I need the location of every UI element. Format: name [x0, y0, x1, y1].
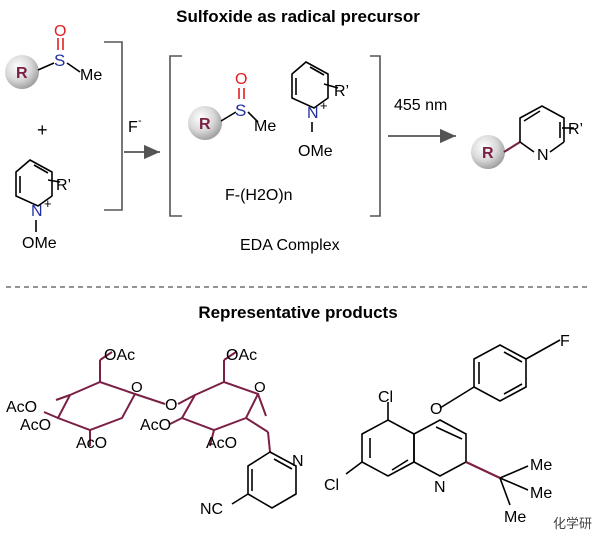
oac-top-left: OAc — [104, 347, 135, 364]
reagent-sulfoxide: R S O Me — [5, 23, 102, 89]
r-prime-label: R’ — [56, 177, 71, 194]
complex-r-label: R — [199, 116, 211, 133]
aco-label-5: AcO — [206, 435, 237, 452]
fluoride-charge: - — [138, 115, 142, 127]
fluoride-label: F — [128, 119, 138, 136]
product-pyridine: R N R’ — [471, 105, 583, 169]
product-r-prime-label: R’ — [568, 121, 583, 138]
aco-label-2: AcO — [20, 417, 51, 434]
complex-methyl-label: Me — [254, 118, 276, 135]
products-heading: Representative products — [198, 303, 397, 322]
quinoline-nitrogen-label: N — [434, 479, 446, 496]
product-r-label: R — [482, 145, 494, 162]
complex-r-sphere-icon — [188, 106, 222, 140]
tbu-methyl-2: Me — [530, 485, 552, 502]
chloro-top-label: Cl — [378, 389, 393, 406]
watermark-text: 化学研 — [553, 516, 592, 531]
charge-label: + — [44, 196, 52, 211]
aco-label-4: AcO — [140, 417, 171, 434]
fluoride-hydrate-label: F-(H2O)n — [225, 187, 293, 204]
complex-charge-label: + — [320, 98, 328, 113]
nitrile-label: NC — [200, 501, 223, 518]
ether-oxygen-label: O — [430, 401, 442, 418]
eda-complex-caption: EDA Complex — [240, 237, 340, 254]
complex-bracket-right — [370, 55, 381, 217]
bridge-oxygen-label: O — [165, 397, 177, 414]
product-r-sphere-icon — [471, 135, 505, 169]
methoxy-label: OMe — [22, 235, 57, 252]
sugar-product: OAc OAc AcO AcO AcO AcO AcO O O O N NC — [6, 347, 304, 518]
fluoro-label: F — [560, 333, 570, 350]
sugar-nitrogen-label: N — [292, 453, 304, 470]
reagent-pyridinium — [15, 159, 61, 207]
tbu-methyl-1: Me — [530, 457, 552, 474]
chloro-bottom-label: Cl — [324, 477, 339, 494]
plus-sign: + — [37, 120, 48, 140]
complex-methoxy-label: OMe — [298, 143, 333, 160]
product-nitrogen-label: N — [537, 147, 549, 164]
complex-oxygen-label: O — [235, 71, 247, 88]
r-label: R — [16, 65, 28, 82]
complex-r-prime-label: R’ — [334, 83, 349, 100]
complex-bracket-left — [169, 55, 182, 217]
aco-label-1: AcO — [6, 399, 37, 416]
ring1-oxygen-label: O — [131, 379, 143, 396]
reagent-bracket — [104, 41, 123, 211]
wavelength-label: 455 nm — [394, 97, 447, 114]
nitrogen-label: N — [31, 203, 43, 220]
methyl-label: Me — [80, 67, 102, 84]
r-sphere-icon — [5, 55, 39, 89]
complex-sulfoxide: R S O Me — [188, 71, 276, 140]
oxygen-label: O — [54, 23, 66, 40]
complex-pyridinium — [291, 61, 339, 109]
aco-label-3: AcO — [76, 435, 107, 452]
complex-nitrogen-label: N — [307, 105, 319, 122]
scheme-title: Sulfoxide as radical precursor — [176, 7, 420, 26]
complex-sulfur-label: S — [235, 101, 246, 120]
tbu-methyl-3: Me — [504, 509, 526, 526]
oac-top-right: OAc — [226, 347, 257, 364]
sulfur-label: S — [54, 51, 65, 70]
ring2-oxygen-label: O — [254, 379, 266, 396]
quinoline-product: F O Cl Cl N Me Me Me — [324, 333, 570, 526]
